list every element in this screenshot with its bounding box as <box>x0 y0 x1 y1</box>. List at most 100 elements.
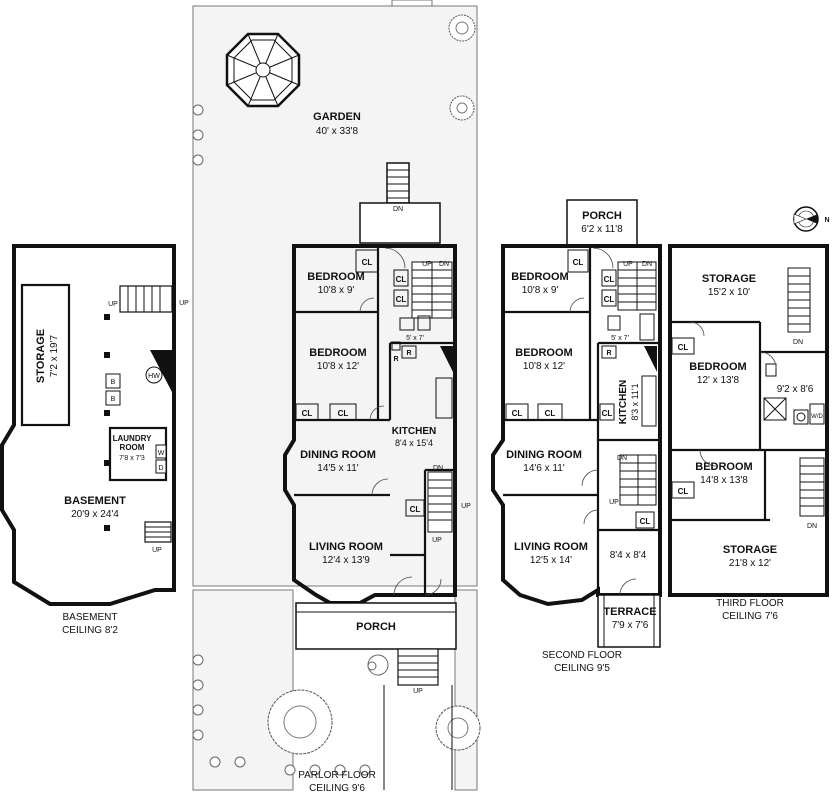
parlor-floor-plan: CL CL CL CL CL CL UP DN DN UP UP R <box>283 244 471 794</box>
parlor-stairs <box>411 261 453 533</box>
closet-marker: CL <box>602 409 613 418</box>
stairs-up-marker: UP <box>623 261 633 268</box>
second-kitchen-dims: 8'3 x 11'1 <box>630 383 640 420</box>
second-stairs <box>617 261 657 506</box>
third-bath-fixtures <box>763 363 825 425</box>
parlor-porch-label: PORCH <box>356 621 396 633</box>
third-storage-bottom-label: STORAGE <box>723 544 777 556</box>
third-caption: THIRD FLOOR <box>716 598 784 609</box>
parlor-caption: CEILING 9'6 <box>309 783 365 794</box>
stairs-up-marker: UP <box>432 537 442 544</box>
parlor-bedroom-small-dims: 10'8 x 9' <box>318 285 355 296</box>
garden-label: GARDEN <box>313 111 361 123</box>
second-living-dims: 12'5 x 14' <box>530 555 572 566</box>
parlor-bedroom-large-dims: 10'8 x 12' <box>317 361 359 372</box>
closet-marker: CL <box>604 295 615 304</box>
tree-icon <box>267 689 333 755</box>
stairs-down-marker: DN <box>617 455 627 462</box>
third-floor-plan: CL CL DN DN W/D STORAGE 15'2 x <box>668 244 829 622</box>
closet-marker: CL <box>678 343 689 352</box>
basement-caption: CEILING 8'2 <box>62 625 118 636</box>
tree-icon <box>435 705 481 751</box>
laundry-dims: 7'8 x 7'3 <box>119 455 145 462</box>
stairs-down-marker: DN <box>793 339 803 346</box>
tree-icon <box>448 14 476 42</box>
parlor-dining-dims: 14'5 x 11' <box>317 463 359 474</box>
closet-marker: CL <box>512 409 523 418</box>
stairs-up-marker: UP <box>413 688 423 695</box>
third-bedroom-bottom-label: BEDROOM <box>695 461 752 473</box>
stairs-up-marker: UP <box>152 547 162 554</box>
closet-marker: CL <box>640 517 651 526</box>
basement-stairs <box>119 285 173 543</box>
second-porch-dims: 6'2 x 11'8 <box>581 224 623 235</box>
closet-marker: CL <box>396 275 407 284</box>
parlor-caption: PARLOR FLOOR <box>298 770 376 781</box>
stairs-down-marker: DN <box>807 523 817 530</box>
stairs-up-marker: UP <box>461 503 471 510</box>
gazebo-icon <box>225 32 301 108</box>
washer-marker: W <box>158 450 165 457</box>
stairs-up-marker: UP <box>179 300 189 307</box>
parlor-bedroom-large-label: BEDROOM <box>309 347 366 359</box>
basement-columns <box>104 314 110 531</box>
second-caption: SECOND FLOOR <box>542 650 622 661</box>
kitchen-counter <box>641 375 657 427</box>
parlor-porch: UP <box>295 602 457 790</box>
compass-north-label: N <box>824 217 829 224</box>
washer-dryer-marker: W/D <box>811 414 823 420</box>
parlor-living-label: LIVING ROOM <box>309 541 383 553</box>
third-storage-top-label: STORAGE <box>702 273 756 285</box>
basement-caption: BASEMENT <box>62 612 117 623</box>
closet-marker: CL <box>604 275 615 284</box>
second-floor-plan: CL CL CL CL CL CL CL UP DN DN UP R <box>491 199 662 674</box>
front-yard-right <box>454 589 478 791</box>
basement-room-dims: 20'9 x 24'4 <box>71 509 119 520</box>
front-yard-left <box>192 589 294 791</box>
closet-marker: CL <box>302 409 313 418</box>
stairs-down-marker: DN <box>433 465 443 472</box>
third-storage-top-dims: 15'2 x 10' <box>708 287 750 298</box>
chimney <box>440 346 453 372</box>
second-living-label: LIVING ROOM <box>514 541 588 553</box>
refrigerator-marker: R <box>393 356 398 363</box>
second-terrace-dims: 7'9 x 7'6 <box>612 620 649 631</box>
second-bedroom-small-dims: 10'8 x 9' <box>522 285 559 296</box>
boiler-marker: B <box>111 396 116 403</box>
water-heater-marker: HW <box>148 373 160 380</box>
second-bedroom-large-dims: 10'8 x 12' <box>523 361 565 372</box>
third-bedroom-bottom-dims: 14'8 x 13'8 <box>700 475 748 486</box>
closet-marker: CL <box>410 505 421 514</box>
third-bedroom-top-label: BEDROOM <box>689 361 746 373</box>
second-bedroom-large-label: BEDROOM <box>515 347 572 359</box>
third-bath-dims: 9'2 x 8'6 <box>777 384 814 395</box>
second-bedroom-small-label: BEDROOM <box>511 271 568 283</box>
boiler-marker: B <box>111 379 116 386</box>
compass-icon: N <box>793 206 830 232</box>
third-storage-bottom-dims: 21'8 x 12' <box>729 558 771 569</box>
closet-marker: CL <box>338 409 349 418</box>
second-terrace-label: TERRACE <box>603 606 656 618</box>
parlor-kitchen-label: KITCHEN <box>392 426 436 437</box>
third-stairs <box>787 267 825 517</box>
second-kitchen-label: KITCHEN <box>618 380 629 424</box>
dryer-marker: D <box>158 465 163 472</box>
lot-gate <box>391 0 433 7</box>
parlor-living-dims: 12'4 x 13'9 <box>322 555 370 566</box>
second-small-room-dims: 8'4 x 8'4 <box>610 550 647 561</box>
stairs-down-marker: DN <box>642 261 652 268</box>
stairs-up-marker: UP <box>108 301 118 308</box>
second-porch-label: PORCH <box>582 210 622 222</box>
second-dining-dims: 14'6 x 11' <box>523 463 565 474</box>
bathtub <box>639 313 655 341</box>
stairs-up-marker: UP <box>422 261 432 268</box>
stairs-down-marker: DN <box>439 261 449 268</box>
basement-storage-label: STORAGE <box>35 329 47 383</box>
storage-room <box>20 283 71 427</box>
second-bath-dims: 5' x 7' <box>611 335 629 342</box>
basement-plan: B B HW W D UP UP UP STORAGE 7'2 x 19'7 L… <box>0 244 189 636</box>
parlor-bath-dims: 5' x 7' <box>406 335 424 342</box>
third-caption: CEILING 7'6 <box>722 611 778 622</box>
laundry-label: LAUNDRY <box>113 434 152 443</box>
